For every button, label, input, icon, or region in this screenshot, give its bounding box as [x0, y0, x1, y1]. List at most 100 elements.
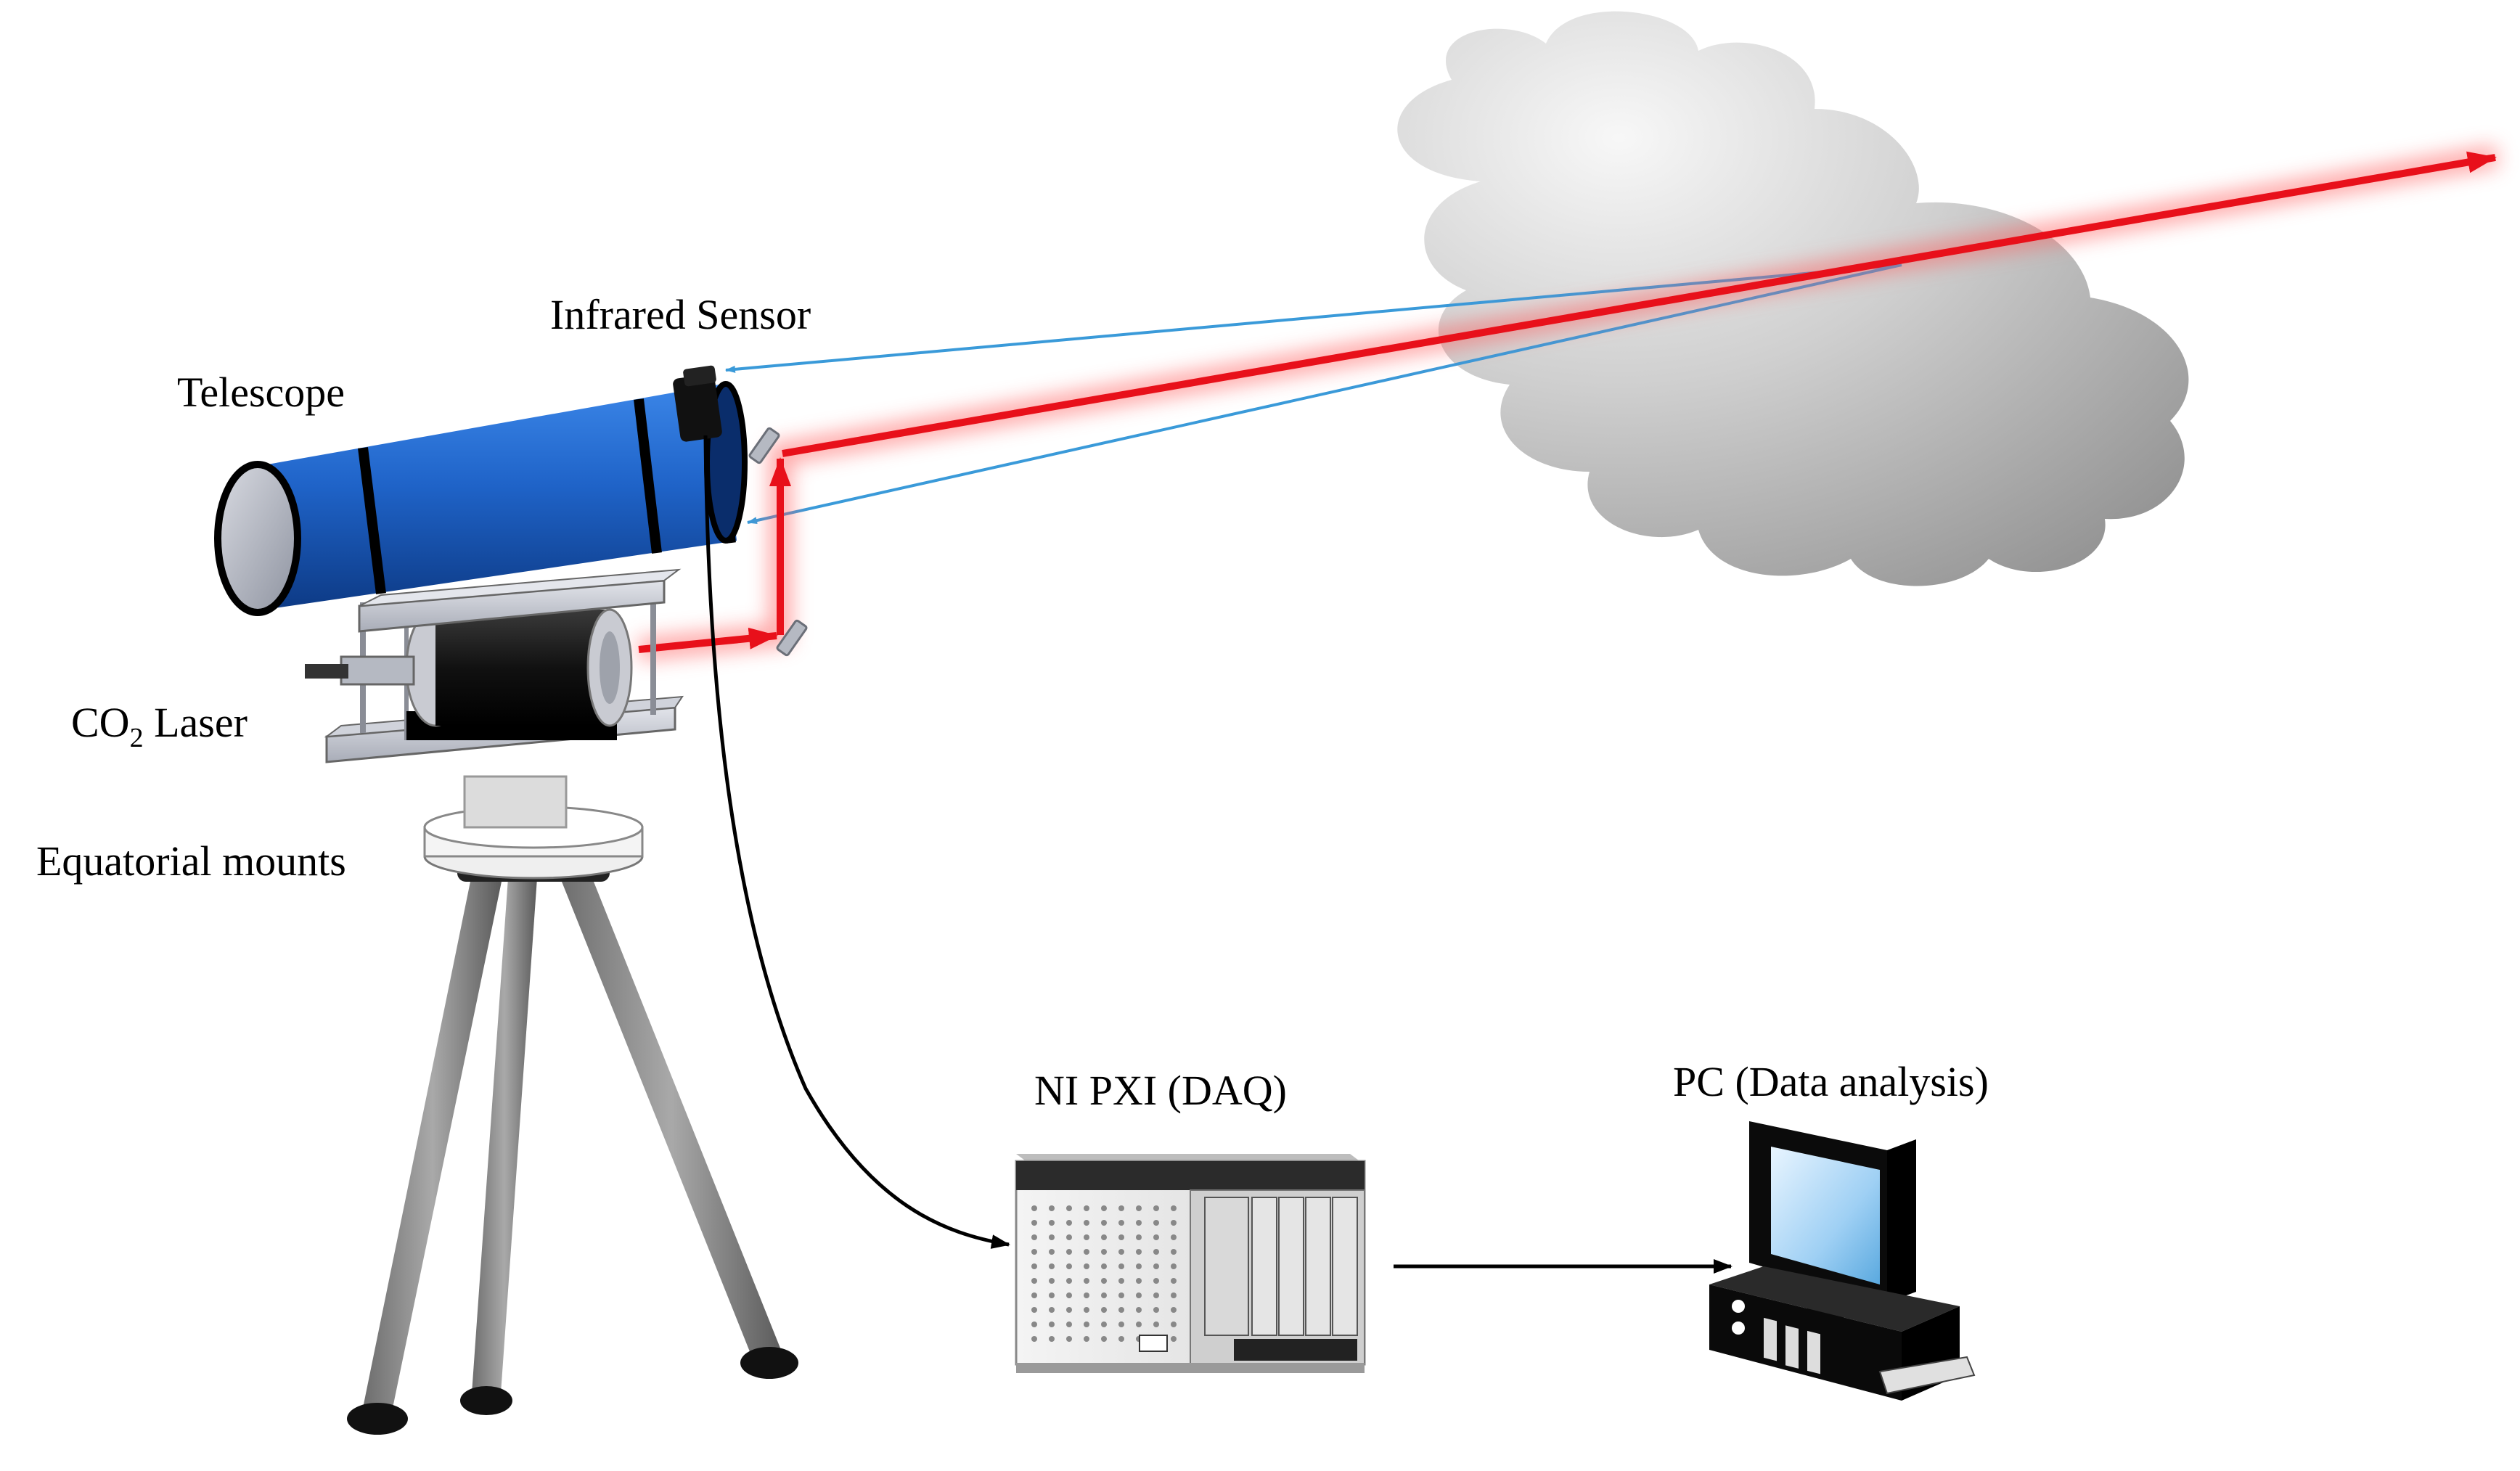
vent-dot — [1031, 1263, 1037, 1269]
vent-dot — [1153, 1278, 1159, 1284]
vent-dot — [1171, 1307, 1177, 1313]
infrared-sensor-icon — [673, 365, 722, 442]
vent-dot — [1101, 1292, 1107, 1298]
vent-dot — [1066, 1336, 1072, 1342]
vent-dot — [1136, 1234, 1142, 1240]
vent-dot — [1136, 1220, 1142, 1226]
vent-dot — [1118, 1336, 1124, 1342]
telescope-icon — [214, 365, 748, 616]
vent-dot — [1171, 1322, 1177, 1327]
co2-label-subscript: 2 — [130, 723, 144, 753]
vent-dot — [1118, 1292, 1124, 1298]
vent-dot — [1066, 1234, 1072, 1240]
daq-label: NI PXI (DAQ) — [1034, 1067, 1287, 1114]
daq-chassis-icon — [1015, 1154, 1366, 1373]
vent-dot — [1153, 1307, 1159, 1313]
vent-dot — [1171, 1292, 1177, 1298]
vent-dot — [1101, 1220, 1107, 1226]
vent-dot — [1031, 1292, 1037, 1298]
vent-dot — [1171, 1220, 1177, 1226]
vent-dot — [1101, 1263, 1107, 1269]
vent-dot — [1084, 1278, 1089, 1284]
vent-dot — [1031, 1336, 1037, 1342]
vent-dot — [1031, 1278, 1037, 1284]
vent-dot — [1066, 1249, 1072, 1255]
vent-dot — [1153, 1292, 1159, 1298]
vent-dot — [1101, 1249, 1107, 1255]
cloud-icon — [1397, 11, 2189, 586]
vent-dot — [1153, 1322, 1159, 1327]
tripod-icon — [347, 775, 798, 1435]
vent-dot — [1118, 1307, 1124, 1313]
vent-dot — [1171, 1205, 1177, 1211]
vent-dot — [1084, 1263, 1089, 1269]
vent-dot — [1118, 1249, 1124, 1255]
vent-dot — [1066, 1307, 1072, 1313]
vent-dot — [1031, 1322, 1037, 1327]
vent-dot — [1031, 1220, 1037, 1226]
computer-icon — [1709, 1121, 1976, 1401]
vent-dot — [1118, 1322, 1124, 1327]
vent-dot — [1084, 1322, 1089, 1327]
vent-dot — [1049, 1205, 1055, 1211]
vent-dot — [1136, 1205, 1142, 1211]
vent-dot — [1066, 1220, 1072, 1226]
vent-dot — [1101, 1278, 1107, 1284]
vent-dot — [1101, 1307, 1107, 1313]
infrared-sensor-label: Infrared Sensor — [550, 291, 811, 338]
equatorial-mounts-label: Equatorial mounts — [36, 837, 346, 885]
vent-dot — [1031, 1205, 1037, 1211]
vent-dot — [1066, 1292, 1072, 1298]
vent-dot — [1171, 1234, 1177, 1240]
vent-dot — [1136, 1292, 1142, 1298]
vent-dot — [1049, 1292, 1055, 1298]
telescope-label: Telescope — [177, 369, 345, 416]
vent-dot — [1136, 1249, 1142, 1255]
vent-dot — [1118, 1278, 1124, 1284]
co2-label-rest: Laser — [144, 699, 248, 746]
vent-dot — [1049, 1220, 1055, 1226]
vent-dot — [1049, 1263, 1055, 1269]
co2-label-main: CO — [71, 699, 130, 746]
upper-mirror-icon — [748, 427, 780, 464]
vent-dot — [1171, 1263, 1177, 1269]
vent-dot — [1049, 1307, 1055, 1313]
vent-dot — [1049, 1234, 1055, 1240]
vent-dot — [1031, 1307, 1037, 1313]
vent-dot — [1049, 1249, 1055, 1255]
vent-dot — [1084, 1292, 1089, 1298]
laser-beam — [637, 145, 2499, 660]
vent-dot — [1153, 1205, 1159, 1211]
vent-dot — [1118, 1220, 1124, 1226]
vent-dot — [1066, 1278, 1072, 1284]
vent-dot — [1084, 1234, 1089, 1240]
vent-dot — [1066, 1263, 1072, 1269]
co2-laser-icon — [305, 568, 684, 763]
vent-dot — [1153, 1263, 1159, 1269]
vent-dot — [1136, 1263, 1142, 1269]
lower-mirror-icon — [776, 619, 808, 657]
vent-dot — [1031, 1234, 1037, 1240]
vent-dot — [1101, 1234, 1107, 1240]
vent-dot — [1171, 1278, 1177, 1284]
vent-dot — [1101, 1322, 1107, 1327]
vent-dot — [1084, 1220, 1089, 1226]
vent-dot — [1049, 1336, 1055, 1342]
vent-dot — [1084, 1307, 1089, 1313]
vent-dot — [1049, 1322, 1055, 1327]
vent-dot — [1118, 1263, 1124, 1269]
vent-dot — [1084, 1249, 1089, 1255]
vent-dot — [1171, 1336, 1177, 1342]
vent-dot — [1101, 1205, 1107, 1211]
vent-dot — [1101, 1336, 1107, 1342]
pc-label: PC (Data analysis) — [1673, 1058, 1989, 1105]
vent-dot — [1136, 1278, 1142, 1284]
vent-dot — [1031, 1249, 1037, 1255]
vent-dot — [1153, 1220, 1159, 1226]
vent-dot — [1049, 1278, 1055, 1284]
vent-dot — [1136, 1322, 1142, 1327]
vent-dot — [1136, 1307, 1142, 1313]
vent-dot — [1084, 1205, 1089, 1211]
sensor-cable — [703, 435, 1010, 1249]
